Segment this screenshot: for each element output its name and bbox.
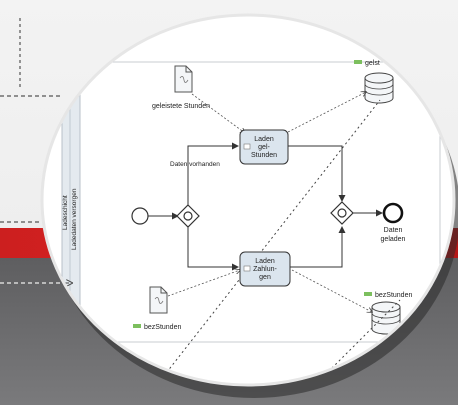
flow-task-bottom-to-join [290,226,346,268]
task-laden-zahlungen[interactable]: Laden Zahlun- gen [239,251,291,287]
task-laden-gel-stunden[interactable]: Laden gel- Stunden [239,129,289,165]
end-event-label-1: Daten [384,227,403,234]
start-event[interactable] [131,207,149,225]
datastore-bottom[interactable] [371,301,401,335]
split-gateway[interactable] [176,204,200,228]
diagram-canvas [79,61,441,343]
task-top-line-1: Laden [254,136,274,143]
association-task-to-db-top [287,92,366,133]
data-object-bezstunden[interactable] [149,286,168,314]
datastore-top-label: gelst [365,60,380,67]
flow-split-to-task-top [187,142,239,205]
end-event[interactable] [382,202,404,224]
datastore-top-marker [354,60,362,64]
flow-task-top-to-join [288,145,346,202]
diagonal-dotted-line-2 [299,299,401,385]
task-top-line-2: gel- [258,144,270,151]
datastore-bottom-label: bezStunden [375,292,412,299]
diagonal-dotted-line-1 [144,99,381,385]
task-bottom-line-3: gen [259,274,271,281]
lane-subtitle: Ladedaten versorgen [71,188,78,250]
data-object-geleistete-stunden[interactable] [174,65,193,93]
data-marker-icon [133,324,141,328]
join-gateway[interactable] [330,201,354,225]
end-event-label-2: geladen [381,236,406,243]
condition-label: Daten vorhanden [170,161,220,168]
lens-rim [40,13,456,387]
association-doc-to-task-top [191,93,245,133]
datastore-bottom-marker [364,292,372,296]
data-object-top-label: geleistete Stunden [152,103,210,110]
association-task-to-db-bottom [291,269,372,312]
lane-title: Ladeschicht [62,195,69,230]
flow-split-to-task-bottom [187,227,239,271]
data-object-bottom-label: bezStunden [144,324,181,331]
datastore-top[interactable] [364,72,394,104]
task-bottom-line-2: Zahlun- [253,266,277,273]
task-top-line-3: Stunden [251,152,277,159]
association-doc-to-task-bottom [167,270,240,297]
task-bottom-line-1: Laden [255,258,275,265]
